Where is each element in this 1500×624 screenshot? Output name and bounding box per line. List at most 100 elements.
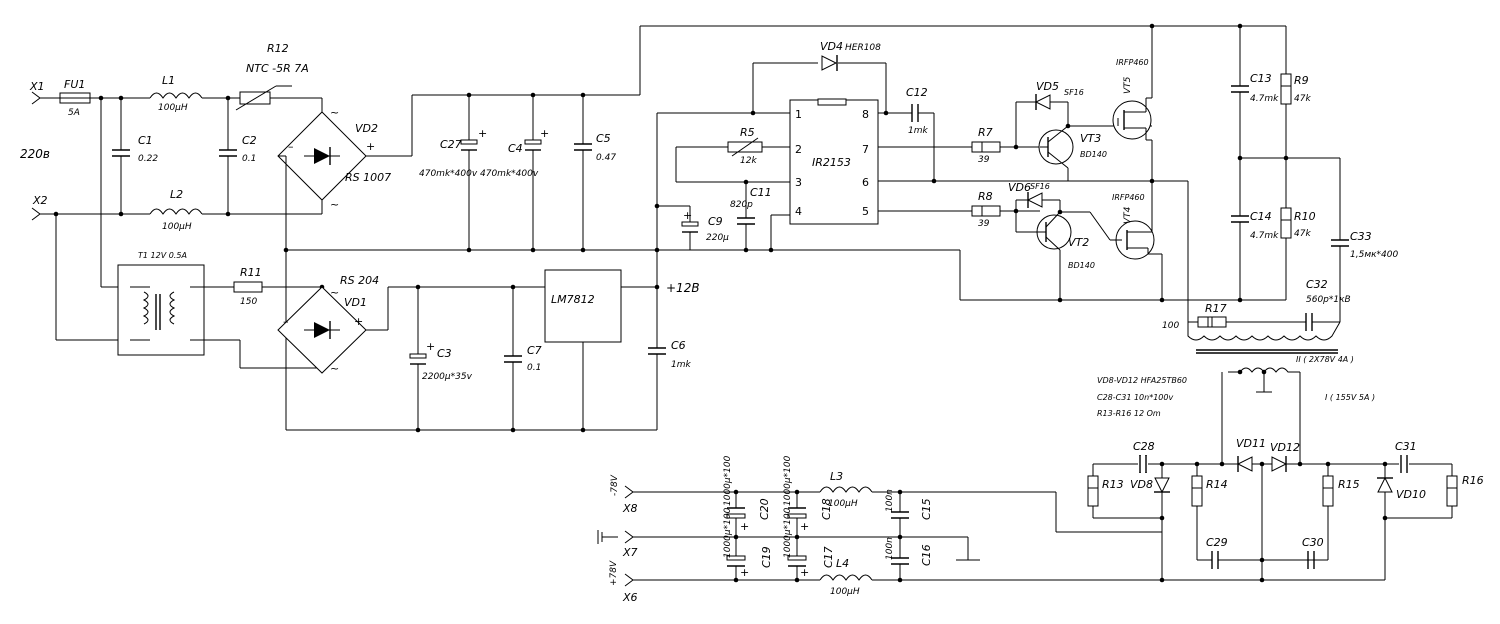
svg-text:5: 5 xyxy=(862,205,869,218)
vd8-diode xyxy=(1154,477,1170,494)
c12-label: C12 xyxy=(906,86,928,99)
c18-value: 1000μ*100 xyxy=(783,455,793,506)
lm7812-regulator xyxy=(544,269,622,343)
c16-label: C16 xyxy=(920,544,933,566)
r8-value: 39 xyxy=(978,219,990,229)
r13-resistor xyxy=(1087,475,1099,507)
c20-value: 1000μ*100 xyxy=(723,455,733,506)
vd5-label: VD5 xyxy=(1036,80,1059,93)
output-rectifier: VD8-VD12 HFA25TB60 C28-C31 10n*100v R13-… xyxy=(1055,376,1484,583)
l4-inductor xyxy=(819,574,873,581)
svg-text:+: + xyxy=(426,340,435,353)
c7-label: C7 xyxy=(527,344,542,357)
svg-text:+: + xyxy=(740,520,749,533)
r5-value: 12k xyxy=(740,156,757,166)
svg-text:+: + xyxy=(800,520,809,533)
svg-text:3: 3 xyxy=(795,176,802,189)
lm7812-label: LM7812 xyxy=(551,293,595,306)
hv-bus: + C27 470mk*400v + C4 470mk*400v C5 0.47 xyxy=(283,25,1286,301)
c29-label: C29 xyxy=(1206,536,1228,549)
fu1-value: 5A xyxy=(68,108,80,118)
vt4-label: VT4 xyxy=(1123,206,1133,224)
l1-inductor xyxy=(149,92,203,99)
vd11-label: VD11 xyxy=(1236,437,1266,450)
c12-value: 1mk xyxy=(908,126,928,136)
r14-resistor xyxy=(1191,475,1203,507)
svg-text:–: – xyxy=(288,140,294,153)
c33-value: 1,5мк*400 xyxy=(1350,250,1398,260)
c33-label: C33 xyxy=(1350,230,1372,243)
c19-value: 1000μ*100 xyxy=(723,507,733,558)
t1-label: T1 12V 0.5A xyxy=(138,251,187,260)
t1-transformer xyxy=(117,264,205,356)
x7-connector xyxy=(624,530,634,544)
c4-value: 470mk*400v xyxy=(480,169,539,179)
svg-text:~: ~ xyxy=(330,198,339,211)
c6-label: C6 xyxy=(671,339,686,352)
c31-label: C31 xyxy=(1395,440,1417,453)
note-caps: C28-C31 10n*100v xyxy=(1097,393,1173,402)
c17-label: C17 xyxy=(822,546,835,568)
svg-text:+: + xyxy=(354,315,363,328)
c28-label: C28 xyxy=(1133,440,1155,453)
c1-value: 0.22 xyxy=(138,154,158,164)
vd10-label: VD10 xyxy=(1396,488,1426,501)
r7-value: 39 xyxy=(978,155,990,165)
r16-label: R16 xyxy=(1462,474,1484,487)
r8-label: R8 xyxy=(978,190,993,203)
r9-resistor xyxy=(1280,73,1292,105)
x6-connector xyxy=(624,573,634,587)
fu1-label: FU1 xyxy=(64,78,85,91)
r13-label: R13 xyxy=(1102,478,1124,491)
r10-resistor xyxy=(1280,207,1292,239)
vd10-diode xyxy=(1377,476,1393,493)
svg-text:2: 2 xyxy=(795,143,802,156)
c5-label: C5 xyxy=(596,132,611,145)
c30-label: C30 xyxy=(1302,536,1324,549)
vd4-value: HER108 xyxy=(845,43,881,53)
c3-value: 2200μ*35v xyxy=(422,372,473,382)
vd6-value: SF16 xyxy=(1030,182,1050,191)
x2-label: X2 xyxy=(32,194,48,207)
low-voltage-supply: T1 12V 0.5A R11 150 ~ ~ – + RS 204 VD1 +… xyxy=(117,110,790,433)
r10-value: 47k xyxy=(1294,229,1311,239)
c20-label: C20 xyxy=(758,498,771,520)
c3-label: C3 xyxy=(437,347,452,360)
winding-i-label: I ( 155V 5A ) xyxy=(1325,393,1375,402)
bridge-vd2: ~ ~ – + VD2 RS 1007 xyxy=(277,95,413,430)
c16-value: 100n xyxy=(885,537,895,560)
c2-label: C2 xyxy=(242,134,257,147)
vt3-label: VT3 xyxy=(1080,132,1101,145)
r15-resistor xyxy=(1322,475,1334,507)
c32-label: C32 xyxy=(1306,278,1328,291)
svg-text:~: ~ xyxy=(330,106,339,119)
vd1-value: RS 204 xyxy=(340,274,379,287)
c13-value: 4.7mk xyxy=(1250,94,1279,104)
c14-label: C14 xyxy=(1250,210,1272,223)
r11-resistor xyxy=(233,281,263,293)
l1-value: 100μH xyxy=(158,103,188,113)
c15-value: 100n xyxy=(885,489,895,512)
vd2-value: RS 1007 xyxy=(345,171,391,184)
r11-label: R11 xyxy=(240,266,262,279)
r7-label: R7 xyxy=(978,126,993,139)
svg-text:–: – xyxy=(283,315,289,328)
svg-text:+: + xyxy=(740,566,749,579)
svg-text:+: + xyxy=(800,566,809,579)
l2-inductor xyxy=(149,208,203,215)
c1-label: C1 xyxy=(138,134,153,147)
c7-value: 0.1 xyxy=(527,363,541,373)
l3-value: 100μH xyxy=(828,499,858,509)
x8-connector xyxy=(624,485,634,499)
l3-label: L3 xyxy=(830,470,843,483)
r7-resistor xyxy=(971,141,1001,153)
vd5-diode xyxy=(1034,94,1051,110)
split-capacitors: C13 4.7mk R9 47k C14 4.7mk R10 47k C33 1… xyxy=(1162,23,1398,464)
r9-value: 47k xyxy=(1294,94,1311,104)
x6-voltage: +78V xyxy=(609,560,619,586)
c6-value: 1mk xyxy=(671,360,691,370)
l3-inductor xyxy=(819,486,873,493)
note-resistors: R13-R16 12 Om xyxy=(1097,409,1161,418)
l1-label: L1 xyxy=(162,74,175,87)
r16-resistor xyxy=(1446,475,1458,507)
